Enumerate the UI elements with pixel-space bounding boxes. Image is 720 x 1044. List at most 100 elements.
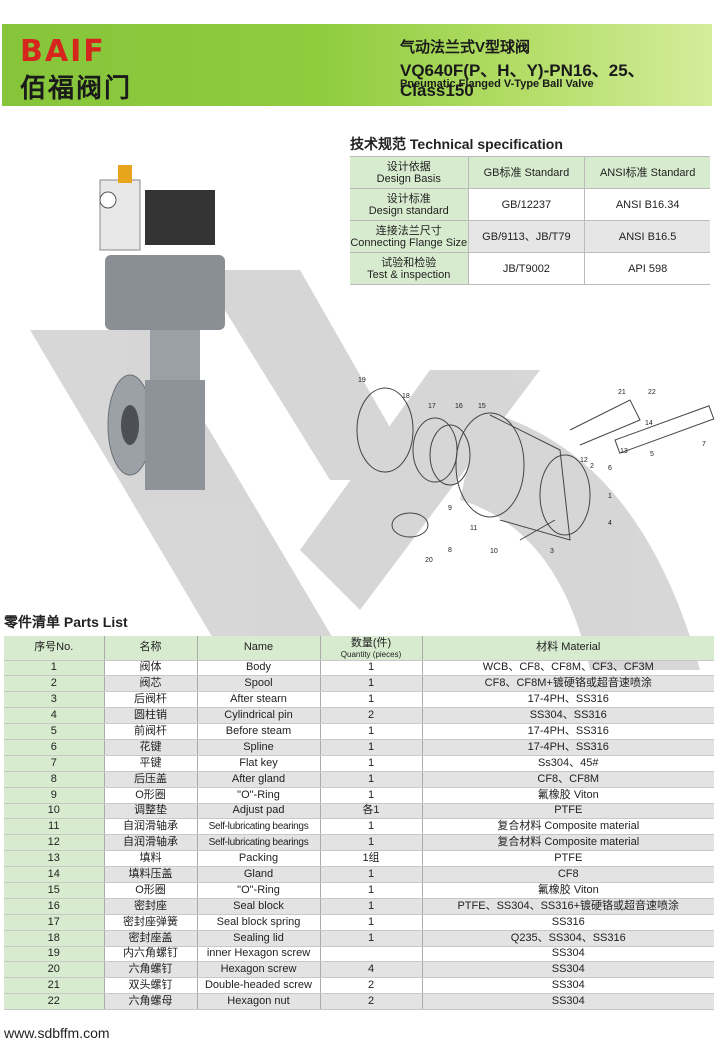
cell-no: 3 [4,691,105,709]
callout-16: 16 [455,403,463,410]
cell-material: PTFE [422,803,714,820]
spec-gb: JB/T9002 [468,252,586,285]
cell-name-en: Sealing lid [197,930,321,947]
callout-3: 3 [550,548,554,555]
cell-name-en: Hexagon nut [197,993,321,1011]
product-title-en: Pneumatic Flanged V-Type Ball Valve [400,78,594,90]
product-title-cn: 气动法兰式V型球阀 [400,39,531,56]
spec-label-en: Connecting Flange Size [350,236,468,249]
cell-material: SS316 [422,914,714,931]
cell-name-en: inner Hexagon screw [197,946,321,963]
cell-material: 复合材料 Composite material [422,834,714,852]
table-header-row: 序号No. 名称 Name 数量(件)Quantity (pieces) 材料 … [4,636,714,661]
parts-table: 序号No. 名称 Name 数量(件)Quantity (pieces) 材料 … [4,636,714,1011]
cell-no: 7 [4,755,105,772]
cell-qty: 2 [320,993,423,1011]
cell-name-cn: 六角螺母 [104,993,198,1011]
cell-name-cn: 花键 [104,739,198,756]
cell-name-en: After gland [197,771,321,788]
cell-name-cn: O形圈 [104,882,198,899]
spec-ansi: ANSI B16.5 [584,220,710,253]
cell-no: 11 [4,818,105,836]
col-header-qty: 数量(件)Quantity (pieces) [320,636,423,661]
cell-name-en: Seal block spring [197,914,321,931]
col-header-name-en: Name [197,636,321,661]
callout-10: 10 [490,548,498,555]
callout-5: 5 [650,451,654,458]
cell-name-en: Seal block [197,898,321,915]
spec-ansi: ANSI标准 Standard [584,156,710,189]
cell-name-cn: 圆柱销 [104,707,198,725]
cell-qty: 1 [320,675,423,693]
cell-name-en: Spool [197,675,321,693]
cell-no: 14 [4,866,105,883]
cell-qty: 1组 [320,850,423,868]
cell-no: 17 [4,914,105,931]
spec-label-cn: 连接法兰尺寸 [375,224,442,237]
parts-title: 零件清单 Parts List [4,614,128,630]
cell-name-en: After stearn [197,691,321,709]
cell-qty: 1 [320,771,423,788]
spec-title: 技术规范 Technical specification [350,136,563,152]
cell-qty: 1 [320,834,423,852]
callout-12: 12 [580,457,588,464]
cell-name-en: Self-lubricating bearings [197,834,321,852]
cell-no: 16 [4,898,105,915]
spec-label-cn: 试验和检验 [381,256,437,269]
cell-name-en: Adjust pad [197,803,321,820]
brand-logo: BAIF [20,34,106,69]
callout-15: 15 [478,403,486,410]
product-model: VQ640F(P、H、Y)-PN16、25、Class150 [400,61,645,100]
cell-qty: 1 [320,755,423,772]
cell-name-en: Before steam [197,723,321,740]
brand-name-cn: 佰福阀门 [20,73,133,103]
cell-no: 22 [4,993,105,1011]
cell-qty: 2 [320,977,423,995]
cell-no: 20 [4,961,105,979]
callout-4: 4 [608,520,612,527]
cell-qty [320,946,423,963]
col-header-no: 序号No. [4,636,105,661]
callout-22: 22 [648,389,656,396]
callout-1: 1 [608,493,612,500]
cell-material: CF8、CF8M+镀硬铬或超音速喷涂 [422,675,714,693]
cell-qty: 1 [320,866,423,883]
cell-name-en: "O"-Ring [197,882,321,899]
cell-material: Q235、SS304、SS316 [422,930,714,947]
cell-material: CF8 [422,866,714,883]
cell-no: 12 [4,834,105,852]
cell-material: PTFE [422,850,714,868]
callout-14: 14 [645,420,653,427]
cell-name-cn: 填料压盖 [104,866,198,883]
spec-label-cn: 设计标准 [386,192,431,205]
cell-no: 15 [4,882,105,899]
cell-qty: 1 [320,882,423,899]
cell-material: SS304、SS316 [422,707,714,725]
cell-no: 6 [4,739,105,756]
cell-name-en: "O"-Ring [197,787,321,804]
cell-name-en: Packing [197,850,321,868]
cell-material: SS304 [422,977,714,995]
cell-material: SS304 [422,946,714,963]
cell-name-cn: 六角螺钉 [104,961,198,979]
col-header-name-cn: 名称 [104,636,198,661]
